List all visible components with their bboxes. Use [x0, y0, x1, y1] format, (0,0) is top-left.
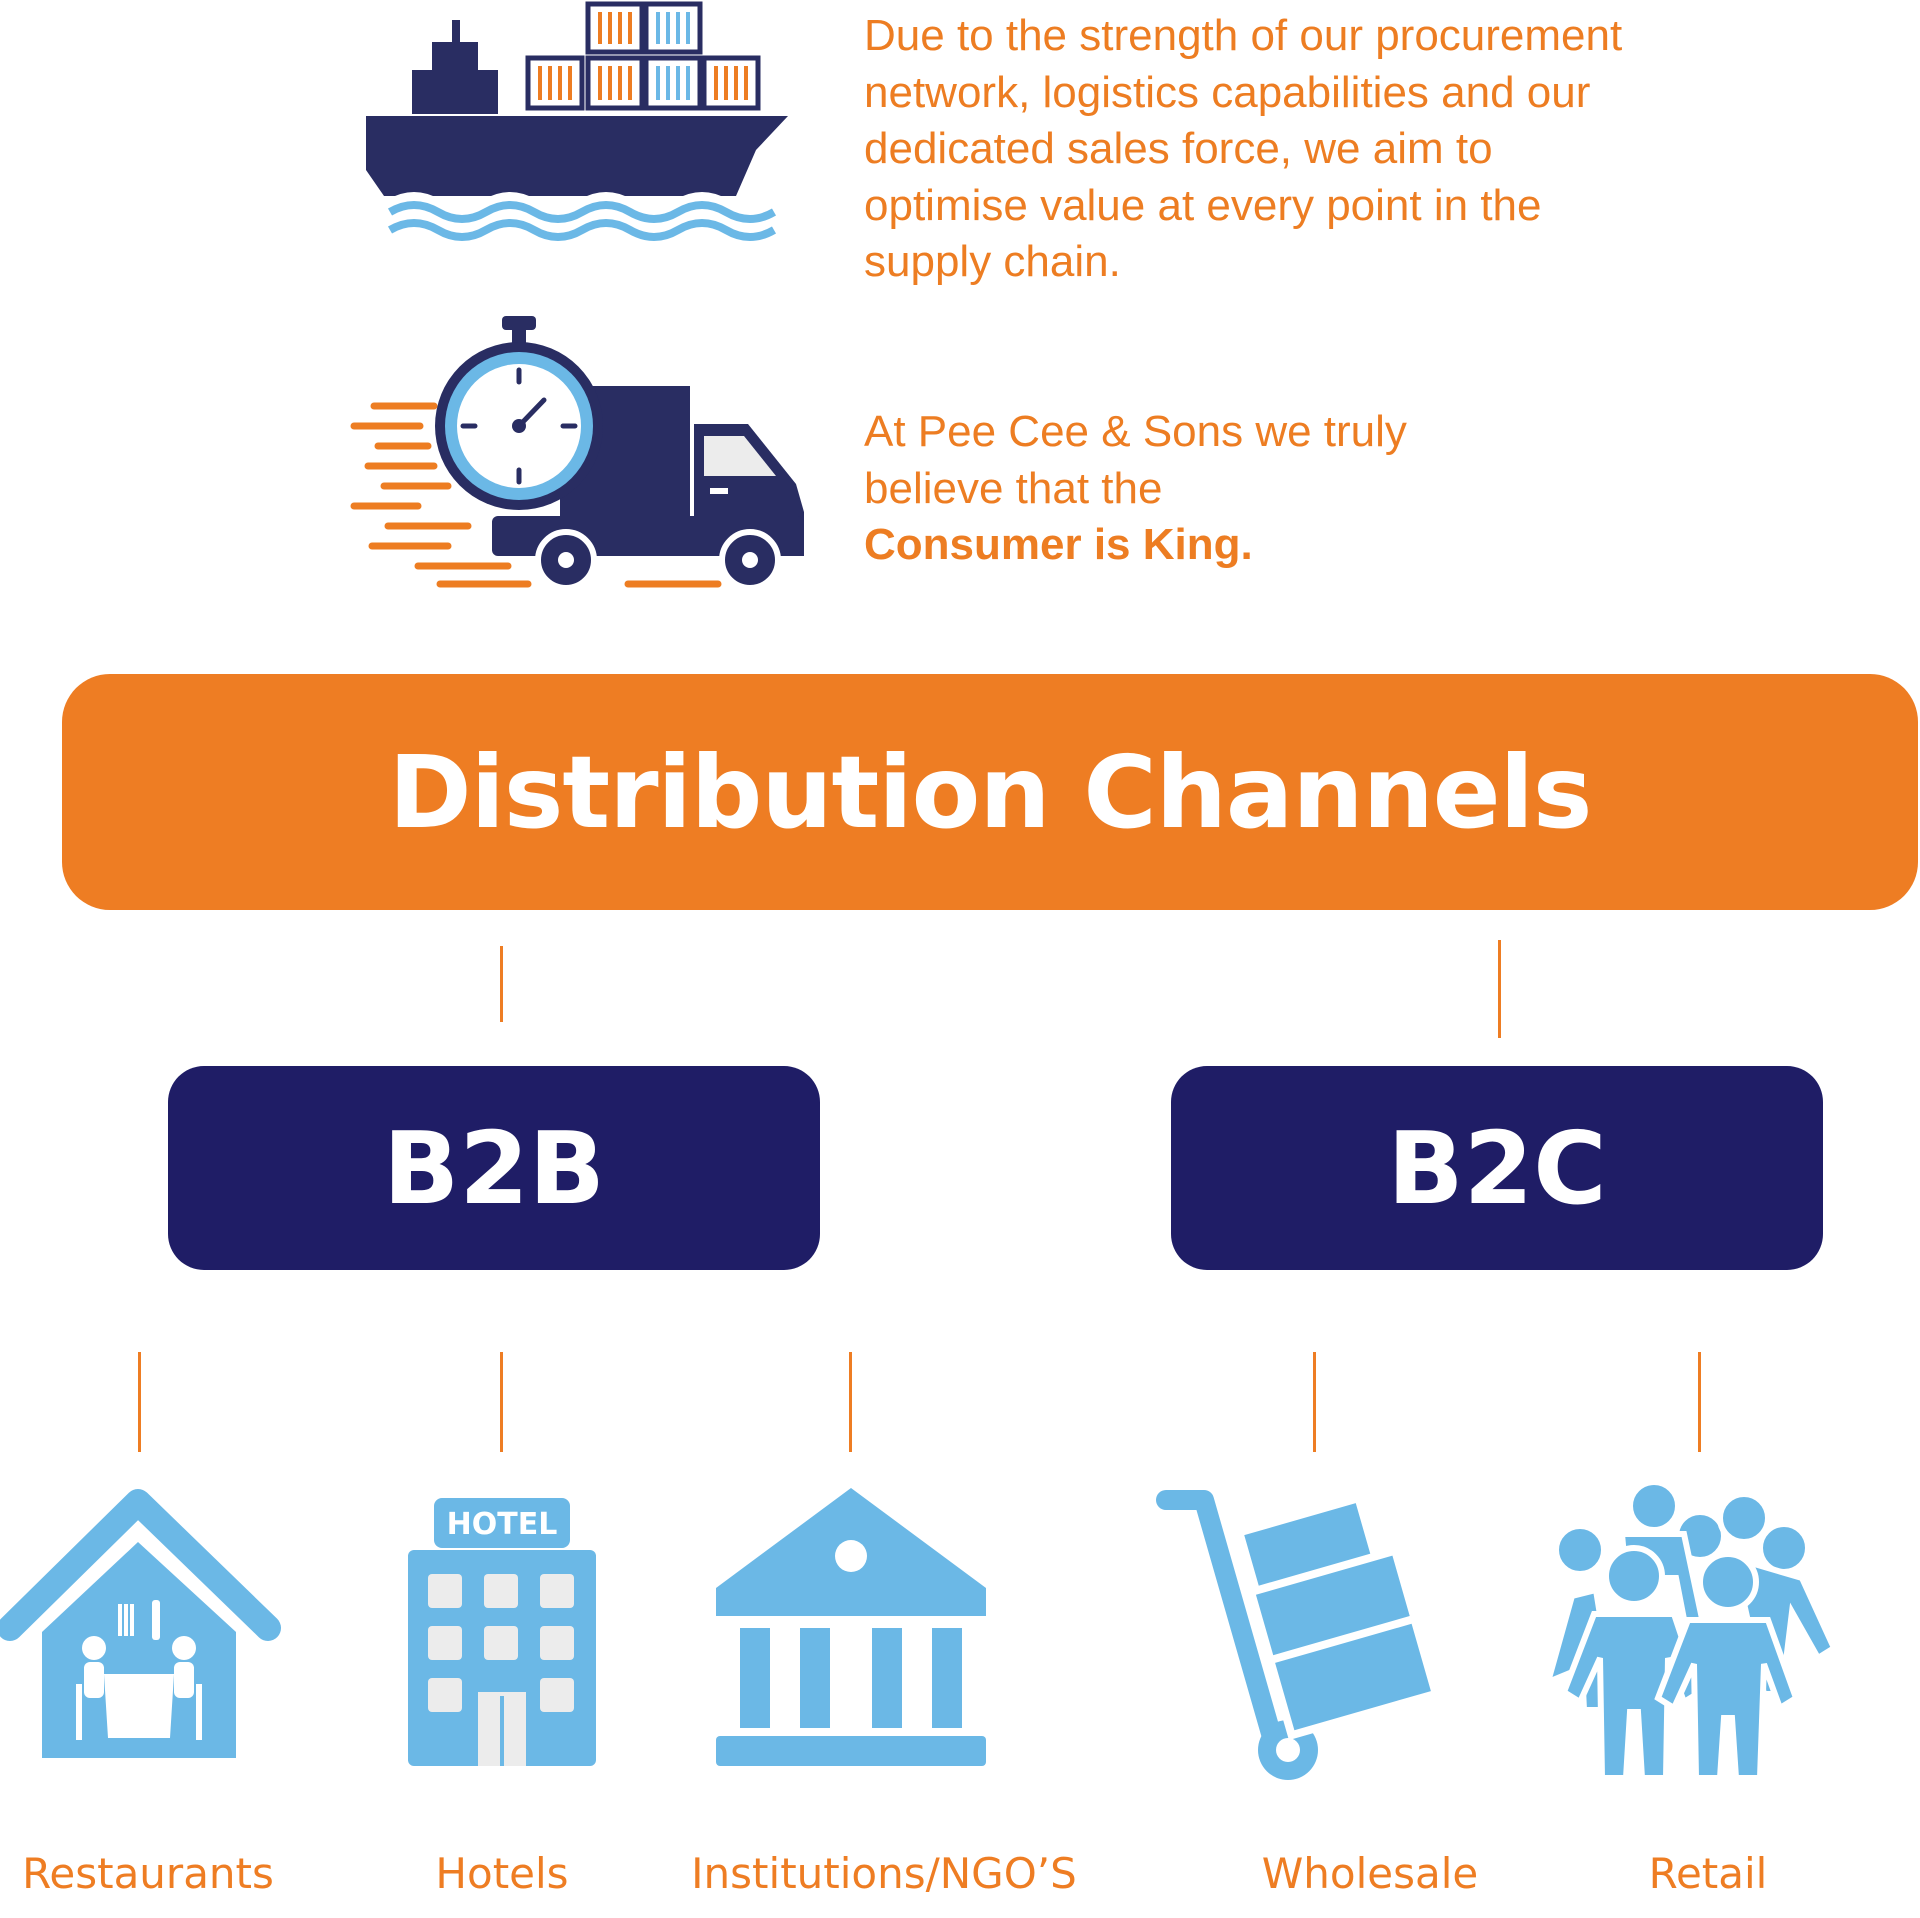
- retail-label: Retail: [1648, 1849, 1768, 1898]
- restaurants-label: Restaurants: [22, 1849, 274, 1898]
- intro-paragraph: Due to the strength of our procurement n…: [864, 8, 1624, 291]
- container-stack: [525, 1, 761, 111]
- b2c-label: B2C: [1387, 1109, 1607, 1227]
- consumer-line-1: At Pee Cee & Sons we truly: [864, 407, 1407, 456]
- connector-line: [138, 1352, 141, 1452]
- hand-truck-icon: [1156, 1490, 1441, 1780]
- restaurant-house-icon: [0, 1489, 281, 1758]
- connector-line: [500, 1352, 503, 1452]
- cargo-ship-icon: [366, 1, 788, 241]
- connector-line: [1498, 940, 1501, 1038]
- distribution-channels-title: Distribution Channels: [388, 733, 1593, 851]
- hotels-label: Hotels: [435, 1849, 569, 1898]
- b2b-box: B2B: [168, 1066, 820, 1270]
- b2c-box: B2C: [1171, 1066, 1823, 1270]
- crowd-people-icon: [1543, 1479, 1838, 1781]
- delivery-truck-clock-icon: [350, 316, 804, 591]
- hotel-sign-text: HOTEL: [447, 1507, 558, 1542]
- distribution-channels-banner: Distribution Channels: [62, 674, 1918, 910]
- consumer-emphasis: Consumer is King.: [864, 520, 1253, 569]
- connector-line: [849, 1352, 852, 1452]
- connector-line: [1313, 1352, 1316, 1452]
- intro-paragraph-text: Due to the strength of our procurement n…: [864, 11, 1623, 286]
- wholesale-label: Wholesale: [1261, 1849, 1479, 1898]
- consumer-line-2: believe that the: [864, 463, 1163, 513]
- institutions-label: Institutions/NGO’S: [691, 1849, 1077, 1898]
- b2b-label: B2B: [382, 1109, 606, 1227]
- hotel-building-icon: HOTEL: [408, 1498, 596, 1766]
- institution-building-icon: [716, 1488, 986, 1766]
- connector-line: [1698, 1352, 1701, 1452]
- consumer-paragraph: At Pee Cee & Sons we truly believe that …: [864, 404, 1624, 574]
- connector-line: [500, 946, 503, 1022]
